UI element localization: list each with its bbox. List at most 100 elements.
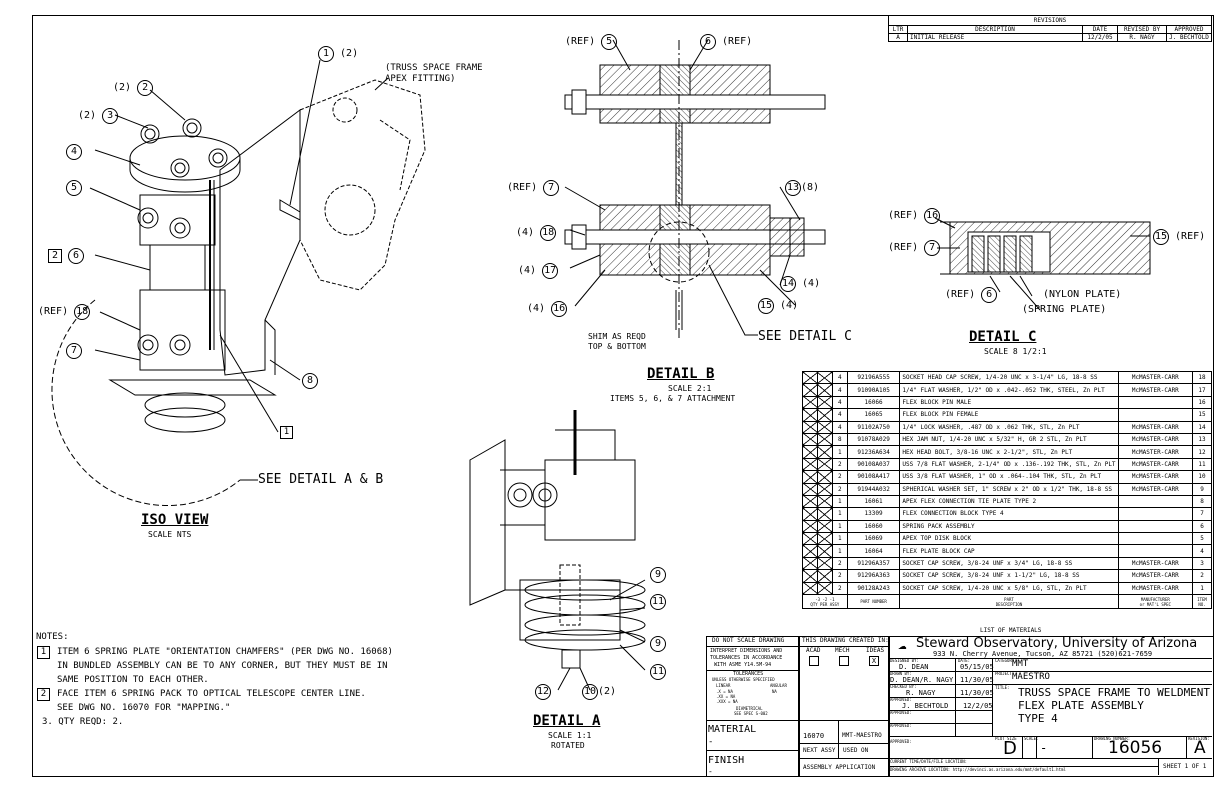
title-label: TITLE: [995,685,1010,690]
bom-qty-col-1: 4 [831,370,848,385]
finish-label: FINISH [708,755,745,766]
bom-qty-col-1: 1 [831,494,848,509]
title-line-3: TYPE 4 [1018,712,1058,725]
bom-part: 91078A029 [846,432,901,447]
bom-qty-col-1: 1 [831,507,848,521]
bom-qty-col-1: 1 [831,544,848,558]
bom-qty-col-1: 8 [831,432,848,447]
qty-2: (2) [113,82,132,93]
bom-desc: 1/4" LOCK WASHER, .487 OD x .062 THK, ST… [899,420,1119,434]
bom-footer: LIST OF MATERIALS [980,627,1042,634]
rule [798,743,888,744]
deta-balloon-9b: 9 [650,636,666,652]
project-value: MAESTRO [1012,672,1050,682]
rule [798,758,888,759]
rule [888,671,992,672]
rule [1022,736,1023,758]
bom-qty-col-3 [802,445,818,459]
rule [1092,736,1093,758]
checkbox-ideas: X [869,656,879,666]
bom-desc: SPRING PACK ASSEMBLY [899,519,1119,534]
detb-callout-13: 13(8) [785,180,819,196]
bom-qty-col-2 [816,532,833,546]
detc-callout-6: (REF) 6 [945,287,998,303]
detail-c-scale: SCALE 8 1/2:1 [984,347,1047,356]
detb-balloon-5: 5 [601,34,618,50]
interp-2: TOLERANCES IN ACCORDANCE [710,655,783,661]
rule [706,750,798,751]
bom-qty-col-2 [816,408,833,422]
note-2-flag: 2 [37,688,50,701]
organization-address: 933 N. Cherry Avenue, Tucson, AZ 85721 (… [933,650,1153,658]
bom-qty-col-3 [802,581,818,596]
next-assy-value: 16070 [803,732,825,740]
bom-qty-col-2 [816,581,833,596]
bom-mfr [1117,544,1194,558]
rule [888,697,992,698]
organization-name: Steward Observatory, University of Arizo… [916,636,1198,651]
rule [706,720,798,721]
bom-desc: FLEX PLATE BLOCK CAP [899,544,1119,558]
bom-desc: USS 3/8 FLAT WASHER, 1" OD x .064-.104 T… [899,470,1119,484]
detc-ref-16: (REF) [888,210,919,221]
detc-ref-6: (REF) [945,289,976,300]
bom-qty-col-2 [816,395,833,410]
rule [888,766,1158,767]
interp-3: WITH ASME Y14.5M-94 [714,662,772,668]
note-2-line-1: FACE ITEM 6 SPRING PACK TO OPTICAL TELES… [57,689,366,699]
bom-desc: FLEX BLOCK PIN MALE [899,395,1119,410]
bom-qty-col-1: 1 [831,519,848,534]
bom-mfr: McMASTER-CARR [1117,420,1194,434]
bom-part: 16060 [846,519,901,534]
detb-balloon-18: 18 [540,225,557,241]
plot-size: D [1003,738,1017,759]
created-in: THIS DRAWING CREATED IN: [802,637,889,644]
bom-qty-col-3 [802,432,818,447]
bom-item: 18 [1192,370,1212,385]
title-line-1: TRUSS SPACE FRAME TO WELDMENT [1018,686,1211,699]
tol-x: .X = NA [716,689,733,694]
bom-part: 90108A417 [846,470,901,484]
approved-by: J. BECHTOLD [902,702,949,710]
detc-spring: (SPRING PLATE) [1022,304,1107,315]
detc-balloon-7: 7 [924,240,941,256]
bom-mfr: McMASTER-CARR [1117,470,1194,484]
detb-callout-14: 14 (4) [780,276,820,292]
bom-desc: SOCKET CAP SCREW, 3/8-24 UNF x 1-1/2" LG… [899,569,1119,583]
revisions-table: REVISIONS LTR DESCRIPTION DATE REVISED B… [888,15,1212,42]
detb-callout-17: (4) 17 [518,263,559,279]
apex-note-1: (TRUSS SPACE FRAME [385,63,483,73]
notes-title: NOTES: [36,632,69,642]
detb-ref-5: (REF) [565,36,596,47]
detail-a-drawing [469,410,646,691]
bom-item: 8 [1192,494,1212,509]
bom-item: 6 [1192,519,1212,534]
scale-label: SCALE: [1024,736,1039,741]
iso-view-scale: SCALE NTS [148,530,192,539]
approved-label-2: APPROVED: [890,710,912,715]
detb-qty-13: (8) [801,182,820,193]
bom-qty-col-2 [816,494,833,509]
detc-callout-16: (REF) 16 [888,208,941,224]
tol-diam: DIAMETRICAL [736,706,763,711]
detc-ref-7: (REF) [888,242,919,253]
checkbox-mech [839,656,849,666]
created-box [798,636,890,777]
approved-label-3: APPROVED: [890,723,912,728]
detc-ref-15: (REF) [1175,231,1206,242]
bom-desc: APEX TOP DISK BLOCK [899,532,1119,546]
bom-item: 3 [1192,556,1212,571]
deta-balloon-11a: 11 [650,594,666,610]
bom-qty-col-3 [802,532,818,546]
bom-part: 92196A555 [846,370,901,385]
tol-unless: UNLESS OTHERWISE SPECIFIED [712,677,775,682]
checkbox-acad [809,656,819,666]
balloon-2: 2 [137,80,154,96]
bom-hdr-item-2: NO. [1198,601,1206,607]
qty-3: (2) [78,110,97,121]
